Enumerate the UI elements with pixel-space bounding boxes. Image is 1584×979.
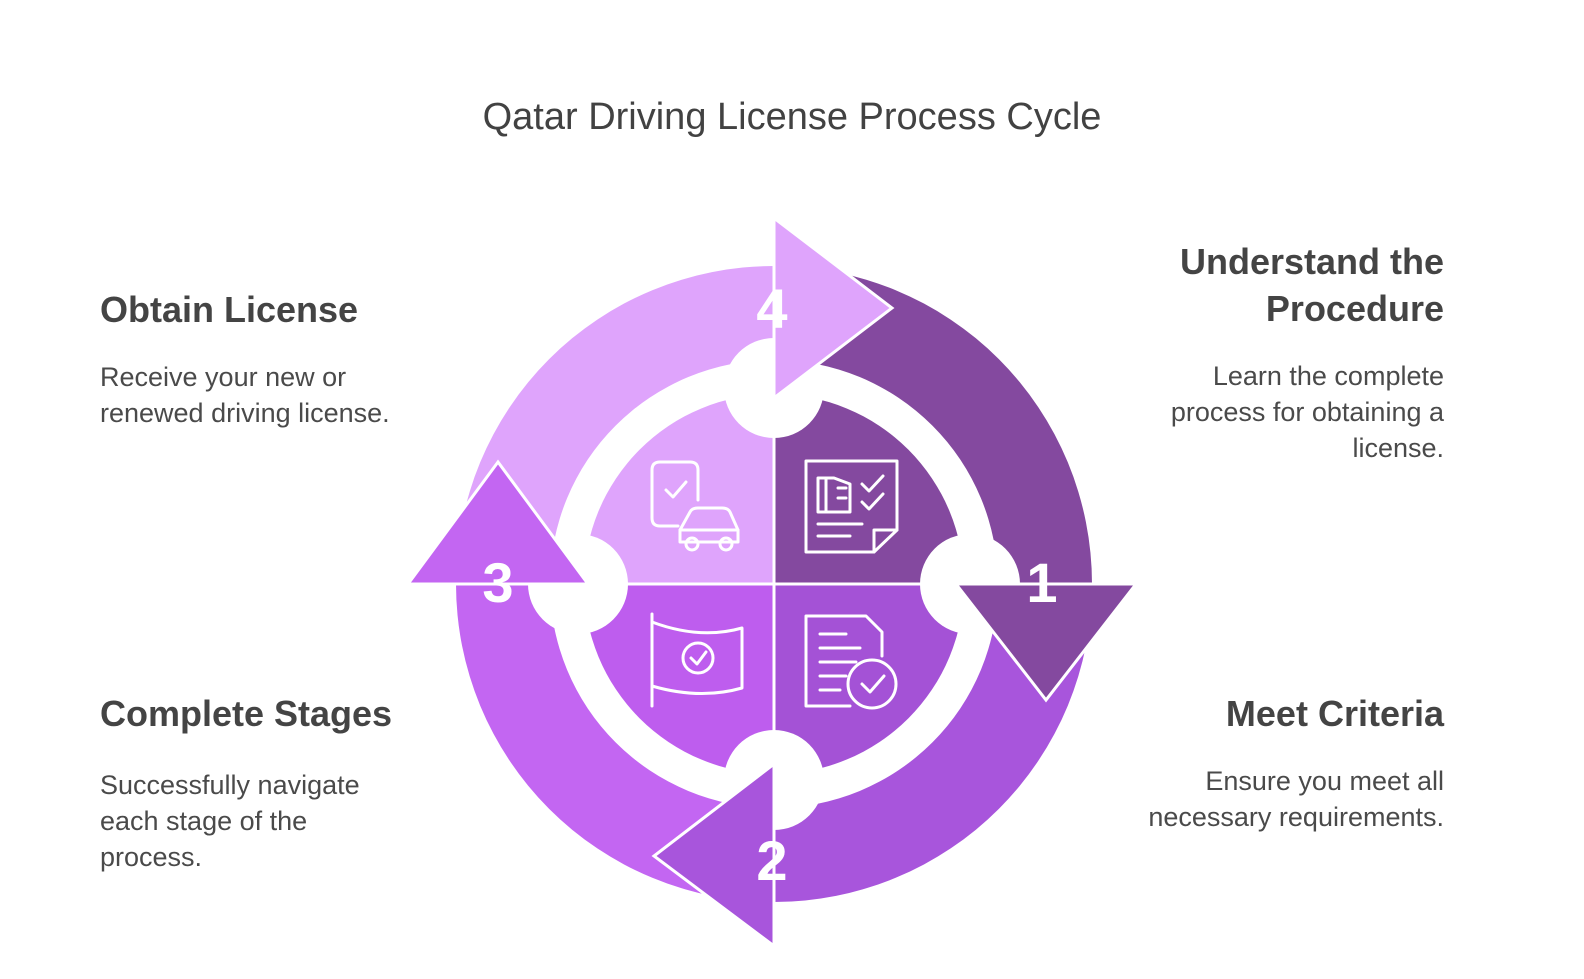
step-1-number: 1	[1026, 551, 1057, 614]
arrow-head-4	[772, 214, 895, 402]
step-4-number: 4	[756, 277, 787, 340]
arrow-head-3	[405, 459, 591, 586]
step-2-number: 2	[756, 829, 787, 892]
checklist-document-icon	[804, 459, 899, 554]
step-1-heading: Understand the Procedure	[1179, 241, 1444, 329]
inner-quadrants	[584, 394, 964, 774]
step-3-description: Successfully navigate each stage of the …	[100, 770, 360, 872]
document-check-icon	[804, 614, 898, 710]
arrow-head-2	[651, 760, 776, 949]
step-2-description: Ensure you meet all necessary requiremen…	[1148, 766, 1444, 832]
step-3-heading: Complete Stages	[100, 693, 393, 734]
step-1-description: Learn the complete process for obtaining…	[1170, 361, 1444, 463]
step-1-text-block: Understand the Procedure Learn the compl…	[1144, 238, 1444, 466]
step-3-number: 3	[482, 551, 513, 614]
step-4-heading: Obtain License	[100, 289, 359, 330]
step-3-text-block: Complete Stages Successfully navigate ea…	[100, 690, 400, 875]
step-2-text-block: Meet Criteria Ensure you meet all necess…	[1144, 690, 1444, 835]
flag-check-icon	[650, 612, 744, 708]
arrow-head-1	[952, 582, 1140, 703]
step-4-text-block: Obtain License Receive your new or renew…	[100, 286, 400, 431]
step-2-heading: Meet Criteria	[1225, 693, 1444, 734]
page-title: Qatar Driving License Process Cycle	[482, 96, 1102, 138]
step-4-description: Receive your new or renewed driving lice…	[100, 362, 390, 428]
phone-car-icon	[650, 460, 740, 552]
